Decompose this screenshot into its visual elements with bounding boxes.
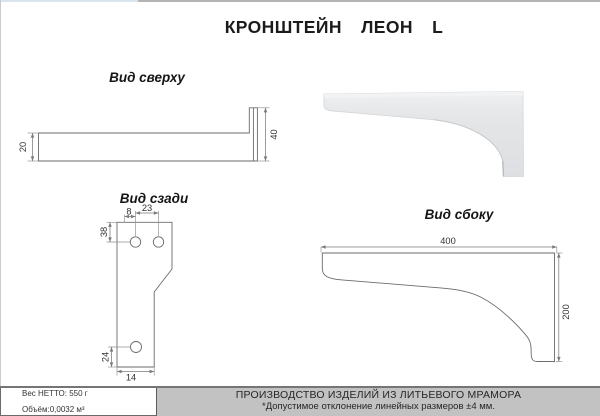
top-view-drawing: 20 40 xyxy=(18,107,279,162)
window-left-edge xyxy=(0,0,1,416)
dim-back-hole-spacing: 23 xyxy=(142,203,152,213)
footer-bar: Вес НЕТТО: 550 г Объём:0,0032 м³ ПРОИЗВО… xyxy=(0,386,600,416)
volume: Объём:0,0032 м³ xyxy=(22,405,85,414)
dim-back-bottom-hole-offset: 24 xyxy=(101,352,111,362)
back-view-drawing: 23 8 38 24 14 xyxy=(99,203,173,383)
side-view-label: Вид сбоку xyxy=(424,207,494,222)
net-weight: Вес НЕТТО: 550 г xyxy=(22,389,88,398)
window-top-edge-left xyxy=(0,0,138,2)
back-view-label: Вид сзади xyxy=(119,191,189,206)
window-top-edge-right xyxy=(138,0,600,2)
dim-side-length: 400 xyxy=(440,236,456,246)
top-view-label: Вид сверху xyxy=(109,70,185,85)
bracket-render xyxy=(323,91,524,177)
dim-back-top-to-holes: 38 xyxy=(99,227,109,237)
tolerance-note: *Допустимое отклонение линейных размеров… xyxy=(262,401,495,412)
dim-top-arm-width: 20 xyxy=(18,142,28,152)
dim-back-hole-edge-offset: 8 xyxy=(126,207,131,217)
production-cell: ПРОИЗВОДСТВО ИЗДЕЛИЙ ИЗ ЛИТЬЕВОГО МРАМОР… xyxy=(157,388,600,416)
production-title: ПРОИЗВОДСТВО ИЗДЕЛИЙ ИЗ ЛИТЬЕВОГО МРАМОР… xyxy=(235,389,522,401)
dim-side-height: 200 xyxy=(561,304,571,320)
dim-top-plate-length: 40 xyxy=(269,129,279,139)
spec-cell: Вес НЕТТО: 550 г Объём:0,0032 м³ xyxy=(0,388,157,416)
drawing-title: КРОНШТЕЙН ЛЕОН L xyxy=(224,17,444,37)
dim-back-bottom-width: 14 xyxy=(126,373,136,383)
side-view-drawing: 400 200 xyxy=(320,236,571,362)
